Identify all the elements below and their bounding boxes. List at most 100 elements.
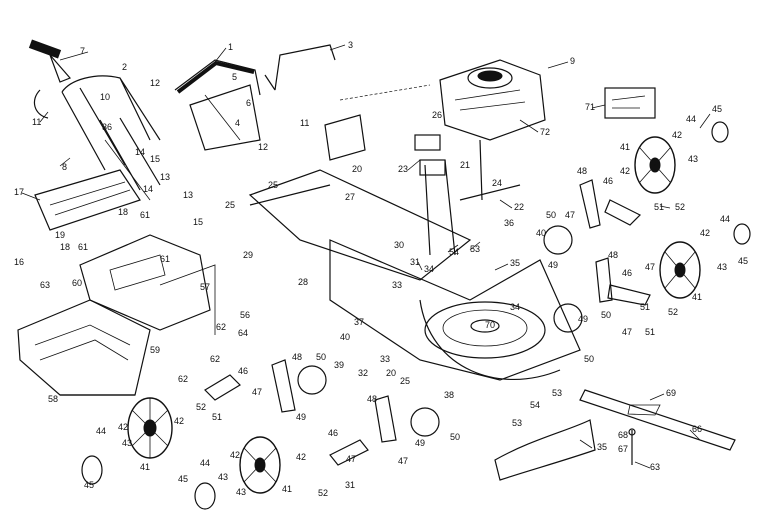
callout-25b: 25 <box>225 200 235 210</box>
callout-62c: 62 <box>178 374 188 384</box>
callout-21: 21 <box>460 160 470 170</box>
callout-42b: 42 <box>620 166 630 176</box>
callout-47d: 47 <box>252 387 262 397</box>
callout-14b: 14 <box>143 184 153 194</box>
callout-64: 64 <box>238 328 248 338</box>
callout-47: 47 <box>565 210 575 220</box>
callout-67: 67 <box>618 444 628 454</box>
callout-46c: 46 <box>238 366 248 376</box>
callout-61b: 61 <box>78 242 88 252</box>
callout-49: 49 <box>548 260 558 270</box>
cable-3 <box>264 44 336 91</box>
callout-44b: 44 <box>720 214 730 224</box>
callout-10: 10 <box>100 92 110 102</box>
callout-50: 50 <box>546 210 556 220</box>
callout-42e: 42 <box>118 422 128 432</box>
callout-58: 58 <box>48 394 58 404</box>
callout-27: 27 <box>345 192 355 202</box>
mower-deck <box>248 169 581 381</box>
callout-60: 60 <box>72 278 82 288</box>
callout-35b: 35 <box>597 442 607 452</box>
callout-11: 11 <box>32 117 41 127</box>
callout-51d: 51 <box>212 412 222 422</box>
callout-32: 32 <box>358 368 368 378</box>
callout-68: 68 <box>618 430 628 440</box>
callout-15: 15 <box>150 154 160 164</box>
callout-23: 23 <box>398 164 408 174</box>
callout-45b: 45 <box>738 256 748 266</box>
callout-53c: 53 <box>512 418 522 428</box>
callout-41: 41 <box>620 142 630 152</box>
callout-52d: 52 <box>318 488 328 498</box>
callout-48c: 48 <box>292 352 302 362</box>
callout-45d: 45 <box>84 480 94 490</box>
callout-46: 46 <box>603 176 613 186</box>
callout-18b: 18 <box>60 242 70 252</box>
callout-33: 33 <box>392 280 402 290</box>
callout-51: 51 <box>654 202 664 212</box>
callout-8: 8 <box>62 162 67 172</box>
callout-13: 13 <box>160 172 170 182</box>
callout-22: 22 <box>514 202 524 212</box>
callout-33b: 33 <box>380 354 390 364</box>
callout-31b: 31 <box>345 480 355 490</box>
callout-15b: 15 <box>193 217 203 227</box>
callout-51b: 51 <box>640 302 650 312</box>
callout-26: 26 <box>432 110 442 120</box>
callout-42c: 42 <box>700 228 710 238</box>
callout-17: 17 <box>14 187 24 197</box>
callout-2: 2 <box>122 62 127 72</box>
wheel-left-rear <box>127 397 173 459</box>
wheel-left-front <box>239 436 281 494</box>
callout-42: 42 <box>672 130 682 140</box>
callout-54: 54 <box>449 247 459 257</box>
callout-40b: 40 <box>340 332 350 342</box>
callout-53: 53 <box>470 244 480 254</box>
callout-70: 70 <box>485 320 495 330</box>
callout-5: 5 <box>232 72 237 82</box>
callout-50e: 50 <box>450 432 460 442</box>
callout-4: 4 <box>235 118 240 128</box>
callout-43c: 43 <box>122 438 132 448</box>
callout-49c: 49 <box>296 412 306 422</box>
callout-50d: 50 <box>584 354 594 364</box>
callout-25c: 25 <box>400 376 410 386</box>
wheel-right-rear <box>634 136 676 194</box>
callout-63b: 63 <box>650 462 660 472</box>
callout-66: 66 <box>692 424 702 434</box>
callout-71: 71 <box>585 102 595 112</box>
callout-16: 16 <box>14 257 24 267</box>
callout-57: 57 <box>200 282 210 292</box>
lower-handle <box>99 117 161 201</box>
callout-39: 39 <box>334 360 344 370</box>
callout-47e: 47 <box>346 454 356 464</box>
callout-46d: 46 <box>328 428 338 438</box>
callout-19: 19 <box>55 230 65 240</box>
callout-49b: 49 <box>578 314 588 324</box>
callout-14: 14 <box>135 147 145 157</box>
chute-door <box>79 234 216 335</box>
callout-50c: 50 <box>316 352 326 362</box>
callout-61: 61 <box>140 210 150 220</box>
callout-56: 56 <box>240 310 250 320</box>
leader-lines <box>21 44 711 469</box>
callout-41d: 41 <box>282 484 292 494</box>
callout-29: 29 <box>243 250 253 260</box>
callout-41b: 41 <box>692 292 702 302</box>
callout-35: 35 <box>510 258 520 268</box>
callout-51c: 51 <box>645 327 655 337</box>
wheel-right-front <box>659 241 701 299</box>
callout-31: 31 <box>410 257 420 267</box>
callout-41c: 41 <box>140 462 150 472</box>
callout-50b: 50 <box>601 310 611 320</box>
callout-45: 45 <box>712 104 722 114</box>
callout-44d: 44 <box>200 458 210 468</box>
callout-49d: 49 <box>415 438 425 448</box>
callout-44: 44 <box>686 114 696 124</box>
blade <box>579 389 736 451</box>
callout-36: 36 <box>102 122 112 132</box>
callout-25: 25 <box>268 180 278 190</box>
callout-28: 28 <box>298 277 308 287</box>
callout-30: 30 <box>394 240 404 250</box>
